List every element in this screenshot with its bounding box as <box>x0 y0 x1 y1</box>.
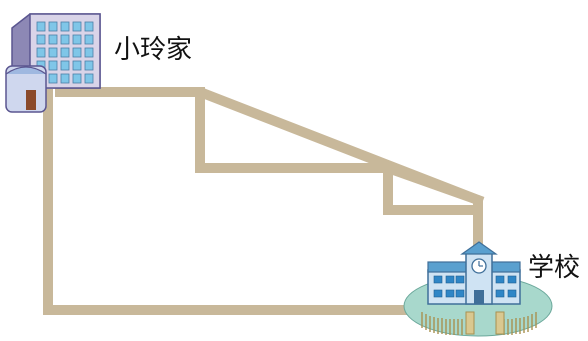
route-network <box>43 87 485 315</box>
school-label: 学校 <box>528 253 580 283</box>
school-building-icon <box>403 241 553 337</box>
apartment-building-icon <box>5 13 101 113</box>
route-middle-diagonal <box>195 87 485 207</box>
route-lower-step <box>383 163 483 215</box>
route-top-diagonal <box>55 87 483 253</box>
clock-icon <box>471 258 487 274</box>
route-left-bottom <box>43 89 435 315</box>
home-label: 小玲家 <box>114 35 192 65</box>
